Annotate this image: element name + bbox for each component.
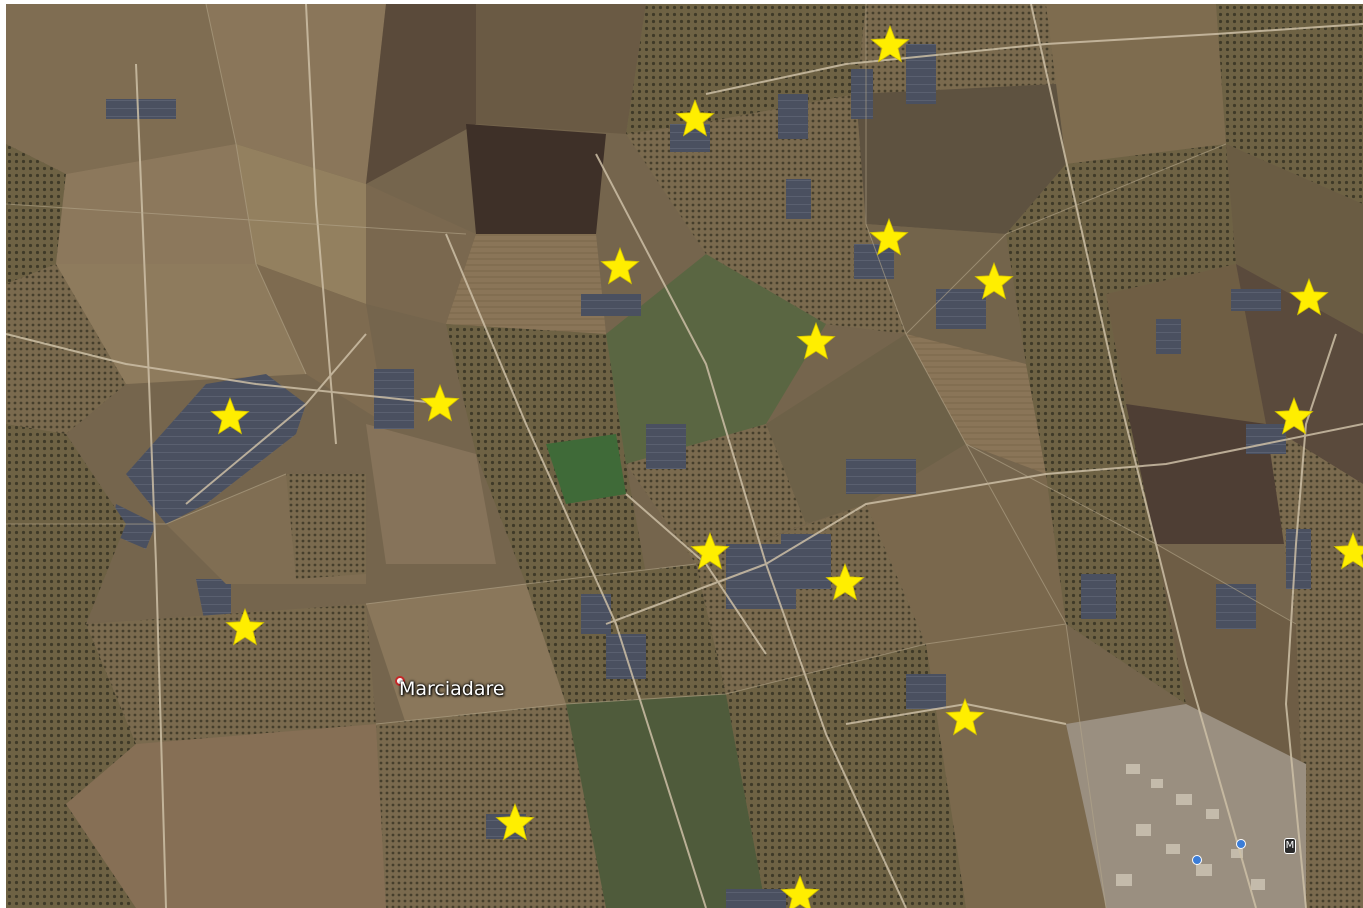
star-icon: [1289, 277, 1329, 316]
poi-icon[interactable]: [1236, 839, 1246, 849]
star-marker[interactable]: [945, 697, 985, 737]
star-icon: [825, 562, 865, 601]
place-pin-icon[interactable]: [395, 676, 405, 686]
star-icon: [945, 697, 985, 736]
left-border: [0, 0, 6, 908]
star-icon: [796, 321, 836, 360]
star-icon: [600, 246, 640, 285]
star-marker[interactable]: [675, 98, 715, 138]
star-icon: [869, 217, 909, 256]
star-marker[interactable]: [495, 802, 535, 842]
star-marker[interactable]: [825, 562, 865, 602]
poi-info-icon[interactable]: [1192, 855, 1202, 865]
star-marker[interactable]: [690, 531, 730, 571]
star-marker[interactable]: [1289, 277, 1329, 317]
star-marker[interactable]: [210, 396, 250, 436]
star-icon: [225, 607, 265, 646]
star-icon: [420, 383, 460, 422]
star-icon: [675, 98, 715, 137]
star-icon: [974, 261, 1014, 300]
satellite-map[interactable]: Marciadare M: [6, 4, 1363, 908]
terrain-layer: [6, 4, 1363, 908]
star-icon: [780, 874, 820, 908]
star-icon: [870, 24, 910, 63]
star-marker[interactable]: [869, 217, 909, 257]
star-marker[interactable]: [225, 607, 265, 647]
star-marker[interactable]: [974, 261, 1014, 301]
star-marker[interactable]: [420, 383, 460, 423]
star-marker[interactable]: [780, 874, 820, 908]
place-label[interactable]: Marciadare: [399, 678, 505, 700]
poi-building-icon[interactable]: M: [1284, 838, 1296, 854]
star-icon: [210, 396, 250, 435]
star-icon: [1274, 396, 1314, 435]
star-icon: [495, 802, 535, 841]
star-marker[interactable]: [600, 246, 640, 286]
star-marker[interactable]: [796, 321, 836, 361]
top-border: [0, 0, 1363, 4]
star-icon: [690, 531, 730, 570]
star-marker[interactable]: [1333, 531, 1363, 571]
star-marker[interactable]: [870, 24, 910, 64]
star-icon: [1333, 531, 1363, 570]
star-marker[interactable]: [1274, 396, 1314, 436]
